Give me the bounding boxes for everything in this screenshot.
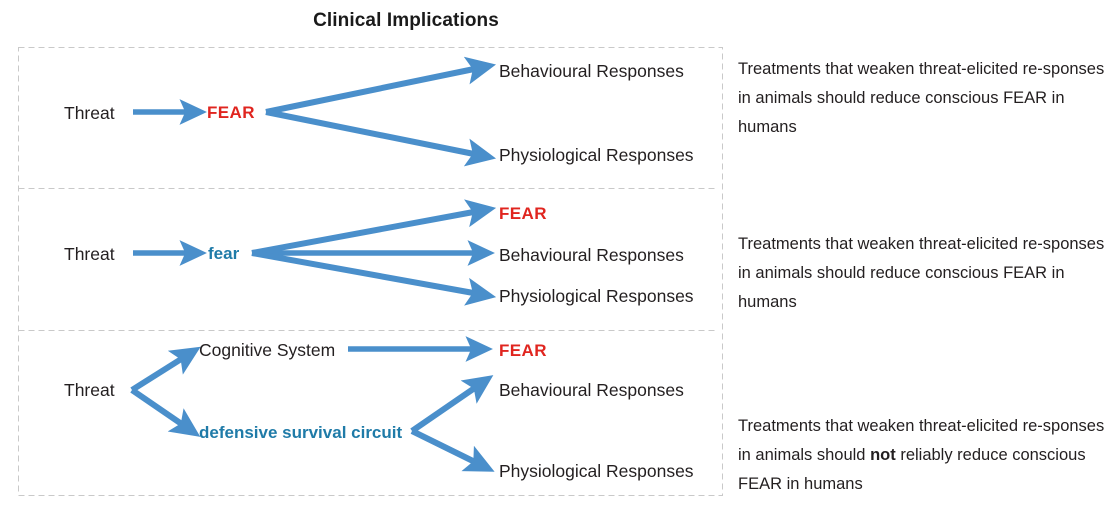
panel-2-fear-lowercase-label: fear (208, 244, 240, 263)
clinical-implication-note-2: Treatments that weaken threat-elicited r… (738, 235, 1105, 311)
panel-1-arrow-to-physiological (265, 109, 497, 167)
panel-1-arrow-to-behavioural (265, 56, 497, 115)
clinical-implication-note-1: Treatments that weaken threat-elicited r… (738, 60, 1105, 136)
panel-2-arrow-to-physiological (251, 250, 497, 306)
panel-1-physiological-label: Physiological Responses (499, 145, 694, 165)
clinical-implication-note-3: Treatments that weaken threat-elicited r… (738, 417, 1105, 493)
panel-2-physiological-label: Physiological Responses (499, 286, 694, 306)
panel-1-behavioural-label: Behavioural Responses (499, 61, 684, 81)
panel-3-arrow-threat-to-circuit (130, 387, 201, 437)
panel-3-arrow-threat-to-cognitive (130, 346, 201, 393)
panel-3-fear-upper-label: FEAR (499, 341, 547, 360)
panel-2-arrow-to-fear-upper (251, 199, 497, 256)
panel-3-arrow-circuit-to-behavioural (410, 375, 494, 434)
panel-1-fear-label: FEAR (207, 103, 255, 122)
panel-3-physiological-label: Physiological Responses (499, 461, 694, 481)
panel-1-threat-label: Threat (64, 103, 115, 123)
panel-3-cognitive-system-label: Cognitive System (199, 340, 335, 360)
page-title: Clinical Implications (313, 10, 499, 31)
panel-3-group: Threat Cognitive System FEAR defensive s… (64, 336, 694, 481)
panel-2-group: Threat fear FEAR Behavioural Responses P… (64, 199, 694, 306)
panel-outer-frame (18, 47, 723, 496)
panel-3-behavioural-label: Behavioural Responses (499, 380, 684, 400)
panel-2-threat-label: Threat (64, 244, 115, 264)
panel-3-arrow-circuit-to-physiological (410, 428, 495, 472)
panel-3-defensive-circuit-label: defensive survival circuit (199, 423, 402, 442)
panel-2-behavioural-label: Behavioural Responses (499, 245, 684, 265)
panel-3-threat-label: Threat (64, 380, 115, 400)
panel-1-group: Threat FEAR Behavioural Responses Physio… (64, 56, 694, 167)
panel-2-fear-upper-label: FEAR (499, 204, 547, 223)
